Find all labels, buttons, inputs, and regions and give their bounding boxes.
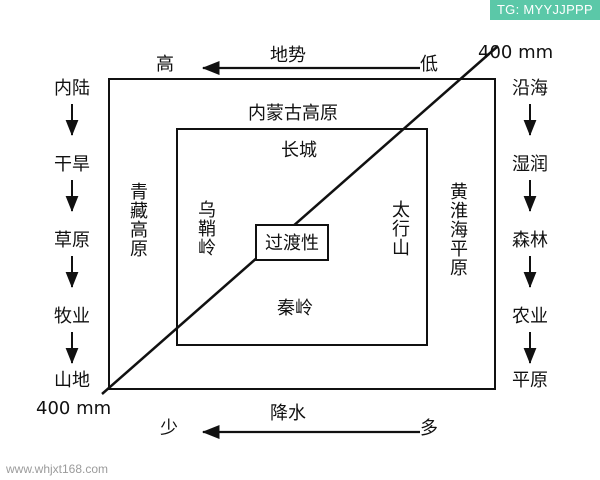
- left-chain-item-2: 草原: [54, 230, 90, 251]
- bottom-axis-right-end: 多: [420, 418, 438, 439]
- top-axis-left-end: 高: [156, 54, 174, 75]
- label-qinling: 秦岭: [277, 298, 313, 319]
- top-axis-title: 地势: [270, 45, 306, 66]
- label-transition-box: 过渡性: [255, 224, 329, 261]
- bottom-axis-title: 降水: [270, 403, 306, 424]
- left-chain-item-1: 干旱: [54, 154, 90, 175]
- corner-label-bottom-left: 400 mm: [36, 398, 112, 419]
- corner-label-top-right: 400 mm: [478, 42, 554, 63]
- site-watermark: www.whjxt168.com: [6, 462, 109, 476]
- top-axis-right-end: 低: [420, 54, 438, 75]
- left-chain-item-0: 内陆: [54, 78, 90, 99]
- tg-badge: TG: MYYJJPPP: [489, 0, 600, 20]
- label-inner-mongolia-plateau: 内蒙古高原: [248, 103, 338, 124]
- label-wuqiao-ridge: 乌鞘岭: [195, 200, 216, 257]
- right-chain-item-3: 农业: [512, 306, 548, 327]
- right-chain-item-0: 沿海: [512, 78, 548, 99]
- right-chain-item-4: 平原: [512, 370, 548, 391]
- right-chain-item-1: 湿润: [512, 154, 548, 175]
- label-huanghuaihai-plain: 黄淮海平原: [447, 182, 468, 277]
- label-taihang-mountain: 太行山: [389, 200, 410, 257]
- label-qinghai-tibet-plateau: 青藏高原: [127, 182, 148, 258]
- bottom-axis-left-end: 少: [160, 418, 178, 439]
- left-chain-item-3: 牧业: [54, 306, 90, 327]
- right-chain-item-2: 森林: [512, 230, 548, 251]
- left-chain-item-4: 山地: [54, 370, 90, 391]
- label-great-wall: 长城: [281, 140, 317, 161]
